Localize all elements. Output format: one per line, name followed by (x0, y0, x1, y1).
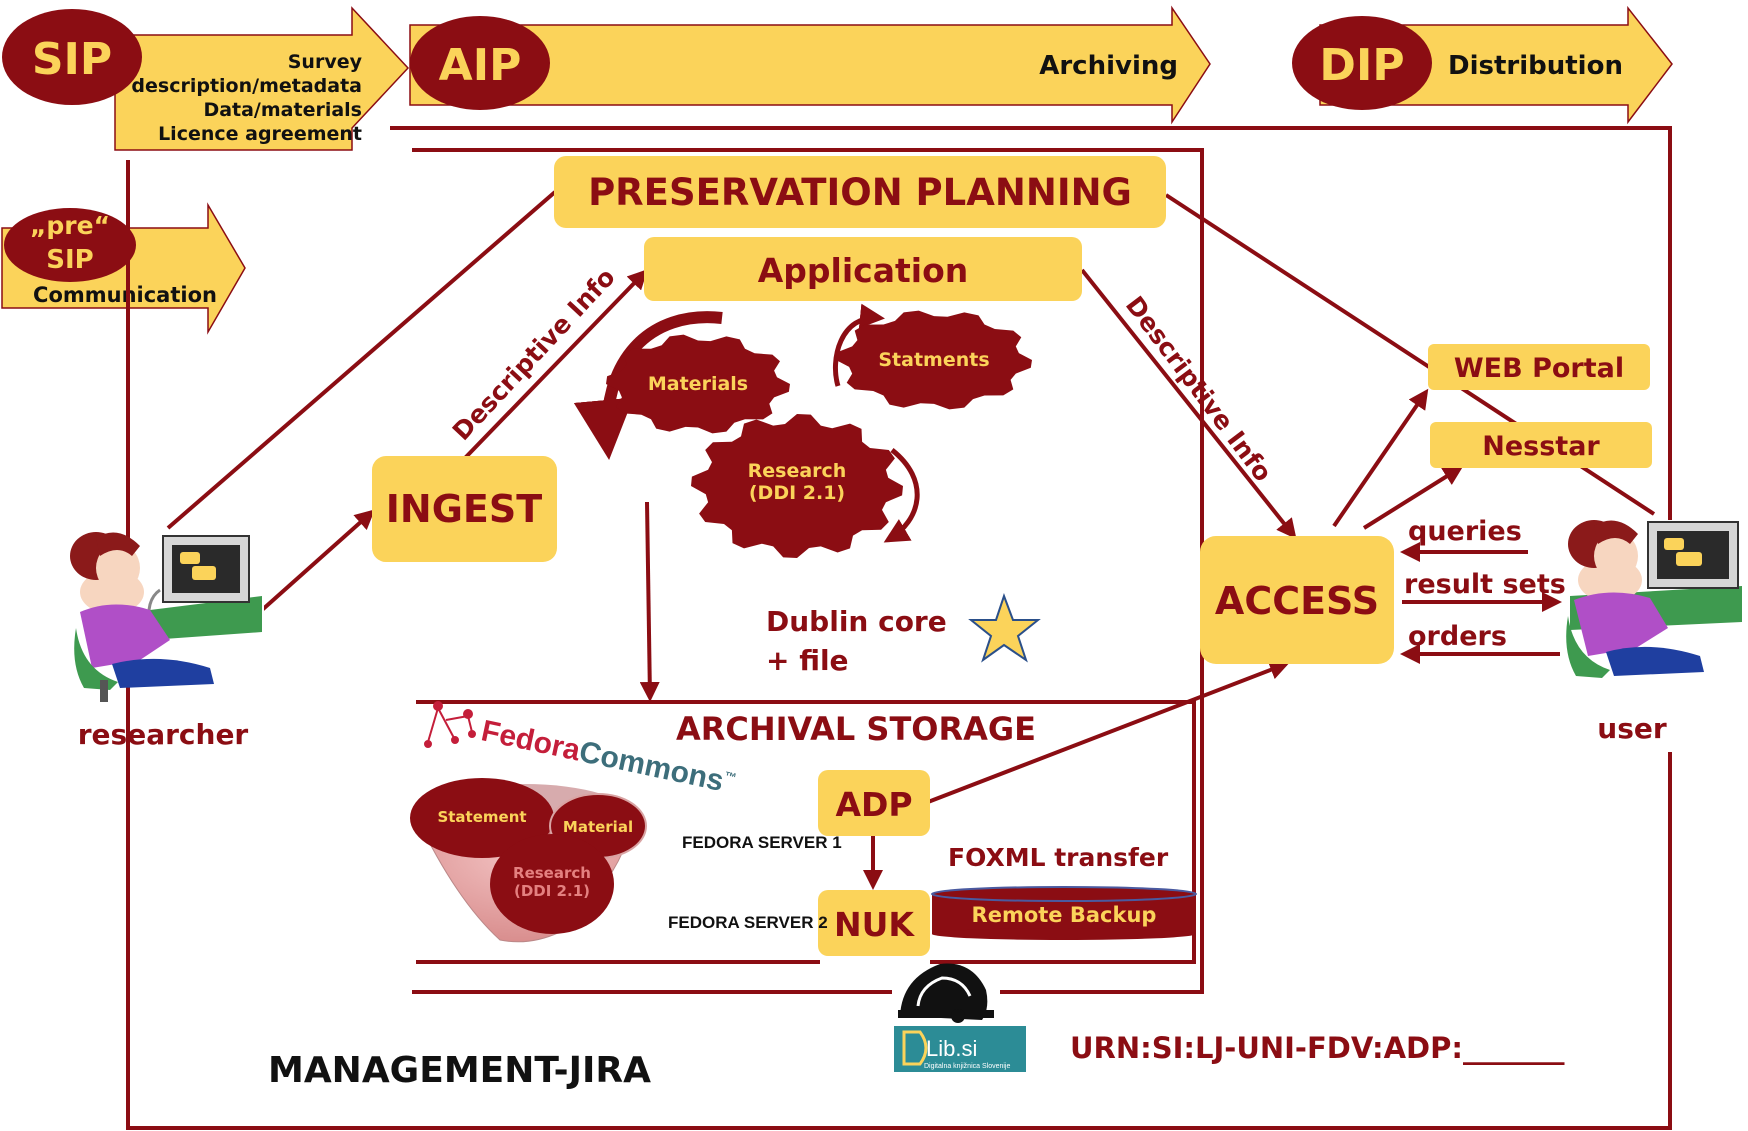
researcher-figure (70, 532, 264, 702)
researcher-to-ingest-arrow (260, 509, 375, 612)
research-gear-label-1: Research (748, 460, 847, 482)
gears-cluster: Materials Statments Research (DDI 2.1) (573, 303, 1032, 558)
aip-arrow (409, 5, 1211, 125)
fedora-dots-icon (424, 701, 476, 748)
application-to-access-arrow (1080, 268, 1297, 540)
statements-cycle-arrow (832, 303, 885, 387)
user-label: user (1597, 712, 1667, 745)
nuk-label: NUK (834, 905, 915, 944)
dlib-logo: Lib.si Digitalna knjižnica Slovenije (894, 1026, 1026, 1072)
sip-arrow (114, 6, 410, 151)
researcher-label: researcher (78, 718, 249, 751)
fedora-tm: ™ (723, 769, 738, 785)
sip-line-4: Licence agreement (158, 123, 362, 145)
star-icon (968, 593, 1041, 663)
result-sets-label: result sets (1404, 569, 1566, 600)
sip-phase: SIP Survey description/metadata Data/mat… (2, 6, 410, 151)
preservation-planning-label: PRESERVATION PLANNING (588, 171, 1132, 214)
pre-sip-phase: „pre“ SIP Communication (1, 202, 246, 335)
dip-badge (1292, 16, 1432, 110)
funnel-statement-disc (410, 778, 554, 858)
nesstar-box: Nesstar (1430, 422, 1652, 468)
adp-label: ADP (835, 785, 912, 824)
application-label: Application (758, 251, 969, 290)
dip-badge-text: DIP (1319, 40, 1404, 91)
dlib-subtitle: Digitalna knjižnica Slovenije (924, 1063, 1010, 1070)
descriptive-info-right: Descriptive Info (1120, 291, 1278, 487)
research-gear (691, 414, 903, 558)
user-figure (1566, 520, 1742, 710)
access-box: ACCESS (1200, 536, 1394, 664)
funnel-material-label: Material (563, 818, 633, 836)
aip-badge-text: AIP (439, 40, 522, 91)
adp-box: ADP (818, 770, 930, 836)
aip-phase: AIP Archiving (409, 5, 1211, 125)
pre-sip-badge-line2: SIP (46, 245, 93, 275)
funnel-statement-label: Statement (437, 808, 526, 826)
web-portal-label: WEB Portal (1454, 353, 1624, 384)
funnel-research-disc (490, 834, 614, 934)
remote-backup-cylinder: Remote Backup (931, 886, 1197, 940)
flow-arrows (166, 190, 1656, 890)
funnel-research-label-1: Research (513, 864, 591, 882)
archival-storage-frame (416, 700, 1196, 964)
sip-line-3: Data/materials (203, 99, 362, 121)
sip-badge (2, 9, 142, 105)
queries-label: queries (1408, 516, 1522, 547)
fedora-word: Fedora (478, 714, 583, 767)
urn-label: URN:SI:LJ-UNI-FDV:ADP:_______ (1070, 1031, 1565, 1065)
application-box: Application (644, 237, 1082, 301)
sip-line-1: Survey (288, 51, 363, 73)
access-to-webportal-arrow (1332, 388, 1429, 528)
research-gear-label-2: (DDI 2.1) (749, 482, 845, 504)
web-portal-box: WEB Portal (1428, 344, 1650, 390)
ingest-box: INGEST (372, 456, 557, 562)
plus-file-label: + file (766, 644, 849, 677)
pre-sip-label: Communication (33, 283, 217, 307)
adp-to-access-arrow (927, 660, 1290, 804)
access-to-nesstar-arrow (1362, 465, 1464, 530)
management-jira-label: MANAGEMENT-JIRA (268, 1050, 651, 1091)
preservation-planning-box: PRESERVATION PLANNING (554, 156, 1166, 228)
sip-badge-text: SIP (32, 34, 112, 85)
materials-cycle-arrow (573, 311, 723, 460)
ingest-label: INGEST (386, 487, 542, 531)
research-cycle-arrow (883, 448, 920, 543)
access-label: ACCESS (1215, 579, 1379, 623)
dip-phase: DIP Distribution (1292, 5, 1673, 125)
researcher-to-planning-line (166, 190, 557, 530)
pre-sip-badge (4, 208, 136, 282)
foxml-transfer-label: FOXML transfer (948, 843, 1169, 872)
user-chair-icon (1566, 616, 1610, 678)
sip-line-2: description/metadata (131, 75, 362, 97)
statements-gear-label: Statments (878, 349, 989, 371)
ingest-to-application-arrow (463, 269, 648, 460)
pre-sip-badge-line1: „pre“ (30, 211, 110, 240)
archival-storage-title: ARCHIVAL STORAGE (676, 710, 1036, 748)
fedora-funnel: Statement Material Research (DDI 2.1) (410, 778, 647, 943)
aip-badge (410, 16, 550, 110)
dlib-name: Lib.si (926, 1036, 977, 1061)
dublin-core-label: Dublin core (766, 605, 947, 638)
fedora-server-1-label: FEDORA SERVER 1 (682, 833, 842, 852)
remote-backup-label: Remote Backup (972, 903, 1157, 927)
descriptive-info-left: Descriptive Info (447, 262, 621, 445)
researcher-chair-icon (74, 628, 118, 690)
materials-gear (606, 334, 790, 434)
materials-gear-label: Materials (648, 373, 748, 395)
aip-label: Archiving (1039, 51, 1178, 81)
funnel-research-label-2: (DDI 2.1) (514, 882, 590, 900)
nesstar-label: Nesstar (1482, 431, 1600, 462)
nuk-logo-icon (898, 963, 994, 1023)
gears-to-storage-arrow (639, 501, 660, 702)
statements-gear (836, 310, 1032, 410)
dip-label: Distribution (1448, 51, 1623, 81)
orders-label: orders (1408, 621, 1507, 652)
nuk-box: NUK (818, 890, 930, 956)
fedora-server-2-label: FEDORA SERVER 2 (668, 913, 828, 932)
